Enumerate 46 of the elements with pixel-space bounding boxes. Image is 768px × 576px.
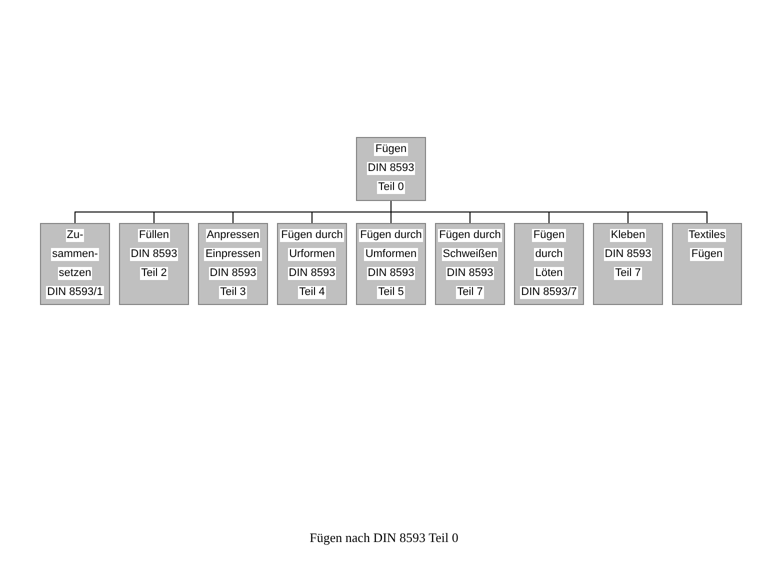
box-text: Teil 5 [377,286,405,299]
category-box [119,223,189,305]
category-box [198,223,268,305]
box-text: DIN 8593/7 [520,286,578,299]
box-text: Löten [534,267,564,280]
box-text: Zu- [66,229,84,242]
category-box [514,223,584,305]
box-text: DIN 8593 [366,267,416,280]
caption: Fügen nach DIN 8593 Teil 0 [310,530,458,545]
box-text: Füllen [138,229,170,242]
box-text: Teil 0 [377,181,405,194]
category-box [277,223,347,305]
box-text: Fügen [690,248,724,261]
box-text: DIN 8593 [130,248,178,261]
box-text: Fügen durch [280,229,344,242]
box-text: Teil 7 [614,267,642,280]
box-text: Textiles [688,229,726,242]
box-text: setzen [58,267,92,280]
box-text: durch [534,248,564,261]
box-text: DIN 8593 [288,267,336,280]
category-box [593,223,663,305]
box-text: DIN 8593 [604,248,652,261]
category-box [672,223,742,305]
category-box [435,223,505,305]
box-text: Fügen [532,229,566,242]
box-text: Anpressen [206,229,260,242]
box-text: Teil 7 [456,286,484,299]
box-text: DIN 8593 [366,162,416,175]
box-text: Urformen [288,248,336,261]
category-box [356,137,426,201]
category-box [40,223,110,305]
box-text: sammen- [51,248,99,261]
box-text: Teil 3 [219,286,247,299]
box-text: DIN 8593 [446,267,494,280]
box-text: Einpressen [204,248,262,261]
box-text: Teil 2 [140,267,168,280]
box-text: Fügen durch [359,229,423,242]
box-text: Schweißen [442,248,498,261]
box-text: DIN 8593 [208,267,258,280]
box-text: Fügen [374,143,408,156]
box-text: Fügen durch [438,229,502,242]
box-text: Kleben [610,229,646,242]
category-box [356,223,426,305]
box-text: Teil 4 [298,286,326,299]
box-text: Umformen [364,248,418,261]
box-text: DIN 8593/1 [46,286,104,299]
